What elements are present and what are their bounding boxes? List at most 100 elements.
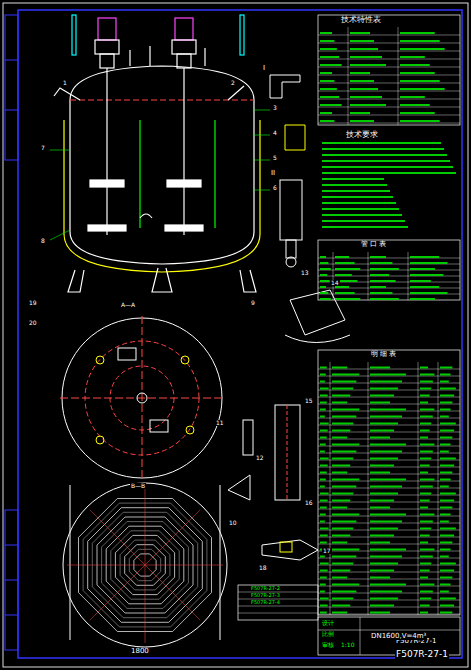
stroke xyxy=(318,495,460,496)
label-text: 2 xyxy=(230,80,236,86)
stroke xyxy=(420,395,430,397)
stroke xyxy=(318,115,460,116)
stroke xyxy=(320,274,327,276)
stroke xyxy=(370,402,390,404)
stroke xyxy=(320,416,325,418)
stroke xyxy=(398,27,399,125)
stroke xyxy=(332,549,359,551)
stroke xyxy=(370,570,394,572)
stroke xyxy=(318,270,460,271)
stroke xyxy=(420,584,434,586)
label-text: II xyxy=(270,170,276,177)
stroke xyxy=(440,556,449,558)
label-text: F507R-27-4 xyxy=(250,600,281,605)
stroke xyxy=(370,409,406,411)
stroke xyxy=(318,397,460,398)
stroke xyxy=(145,565,146,643)
stroke xyxy=(370,605,394,607)
stroke xyxy=(318,474,460,475)
stroke xyxy=(440,500,454,502)
stroke xyxy=(370,381,402,383)
label-text: 19 xyxy=(28,300,38,306)
stroke xyxy=(332,423,353,425)
stroke xyxy=(318,453,460,454)
stroke xyxy=(440,521,449,523)
stroke xyxy=(332,514,359,516)
stroke xyxy=(320,88,337,90)
label-text: F507R-27-3 xyxy=(250,593,281,598)
stroke xyxy=(318,390,460,391)
stroke xyxy=(320,423,329,425)
stroke xyxy=(420,423,431,425)
stroke xyxy=(370,388,398,390)
stroke xyxy=(332,570,350,572)
stroke xyxy=(420,479,434,481)
stroke xyxy=(320,367,327,369)
label-text: F507R-27-1 xyxy=(395,650,449,659)
stroke xyxy=(330,362,331,615)
stroke xyxy=(332,451,356,453)
stroke xyxy=(350,104,386,106)
stroke xyxy=(318,551,460,552)
stroke xyxy=(410,298,435,300)
stroke xyxy=(332,577,347,579)
stroke xyxy=(320,521,325,523)
stroke xyxy=(332,507,347,509)
stroke xyxy=(440,465,454,467)
stroke xyxy=(370,514,406,516)
stroke xyxy=(320,465,328,467)
stroke xyxy=(332,542,347,544)
stroke xyxy=(400,120,440,122)
stroke xyxy=(370,472,390,474)
stroke xyxy=(400,104,430,106)
stroke xyxy=(370,535,394,537)
stroke xyxy=(440,395,454,397)
stroke xyxy=(440,479,451,481)
stroke xyxy=(320,437,327,439)
label-text: I xyxy=(262,65,266,72)
stroke xyxy=(322,178,384,180)
stroke xyxy=(332,409,359,411)
stroke xyxy=(348,27,349,125)
stroke xyxy=(320,584,326,586)
stroke xyxy=(333,252,334,300)
stroke xyxy=(332,458,353,460)
stroke xyxy=(410,262,447,264)
stroke xyxy=(408,252,409,300)
label-text: 技术特性表 xyxy=(340,16,382,24)
stroke xyxy=(320,388,329,390)
stroke xyxy=(420,430,430,432)
stroke xyxy=(410,256,439,258)
stroke xyxy=(370,507,390,509)
left-strip xyxy=(5,15,18,650)
stroke xyxy=(335,262,355,264)
stroke xyxy=(318,523,460,524)
stroke xyxy=(145,487,146,565)
stroke xyxy=(420,409,434,411)
stroke xyxy=(332,563,353,565)
stroke xyxy=(420,556,433,558)
stroke xyxy=(320,528,329,530)
stroke xyxy=(332,472,347,474)
stroke xyxy=(420,598,431,600)
stroke xyxy=(370,374,406,376)
stroke xyxy=(440,535,454,537)
stroke xyxy=(370,465,394,467)
stroke xyxy=(318,75,460,76)
stroke xyxy=(322,202,396,204)
stroke xyxy=(400,32,435,34)
stroke xyxy=(320,56,339,58)
label-text: 11 xyxy=(215,420,225,426)
stroke xyxy=(318,383,460,384)
stroke xyxy=(318,418,460,419)
stroke xyxy=(320,64,342,66)
stroke xyxy=(318,502,460,503)
stroke xyxy=(322,160,450,162)
stroke xyxy=(320,507,327,509)
stroke xyxy=(420,542,428,544)
stroke xyxy=(370,423,398,425)
stroke xyxy=(440,549,451,551)
stroke xyxy=(332,367,347,369)
label-text: 6 xyxy=(272,185,278,191)
stroke xyxy=(420,528,431,530)
